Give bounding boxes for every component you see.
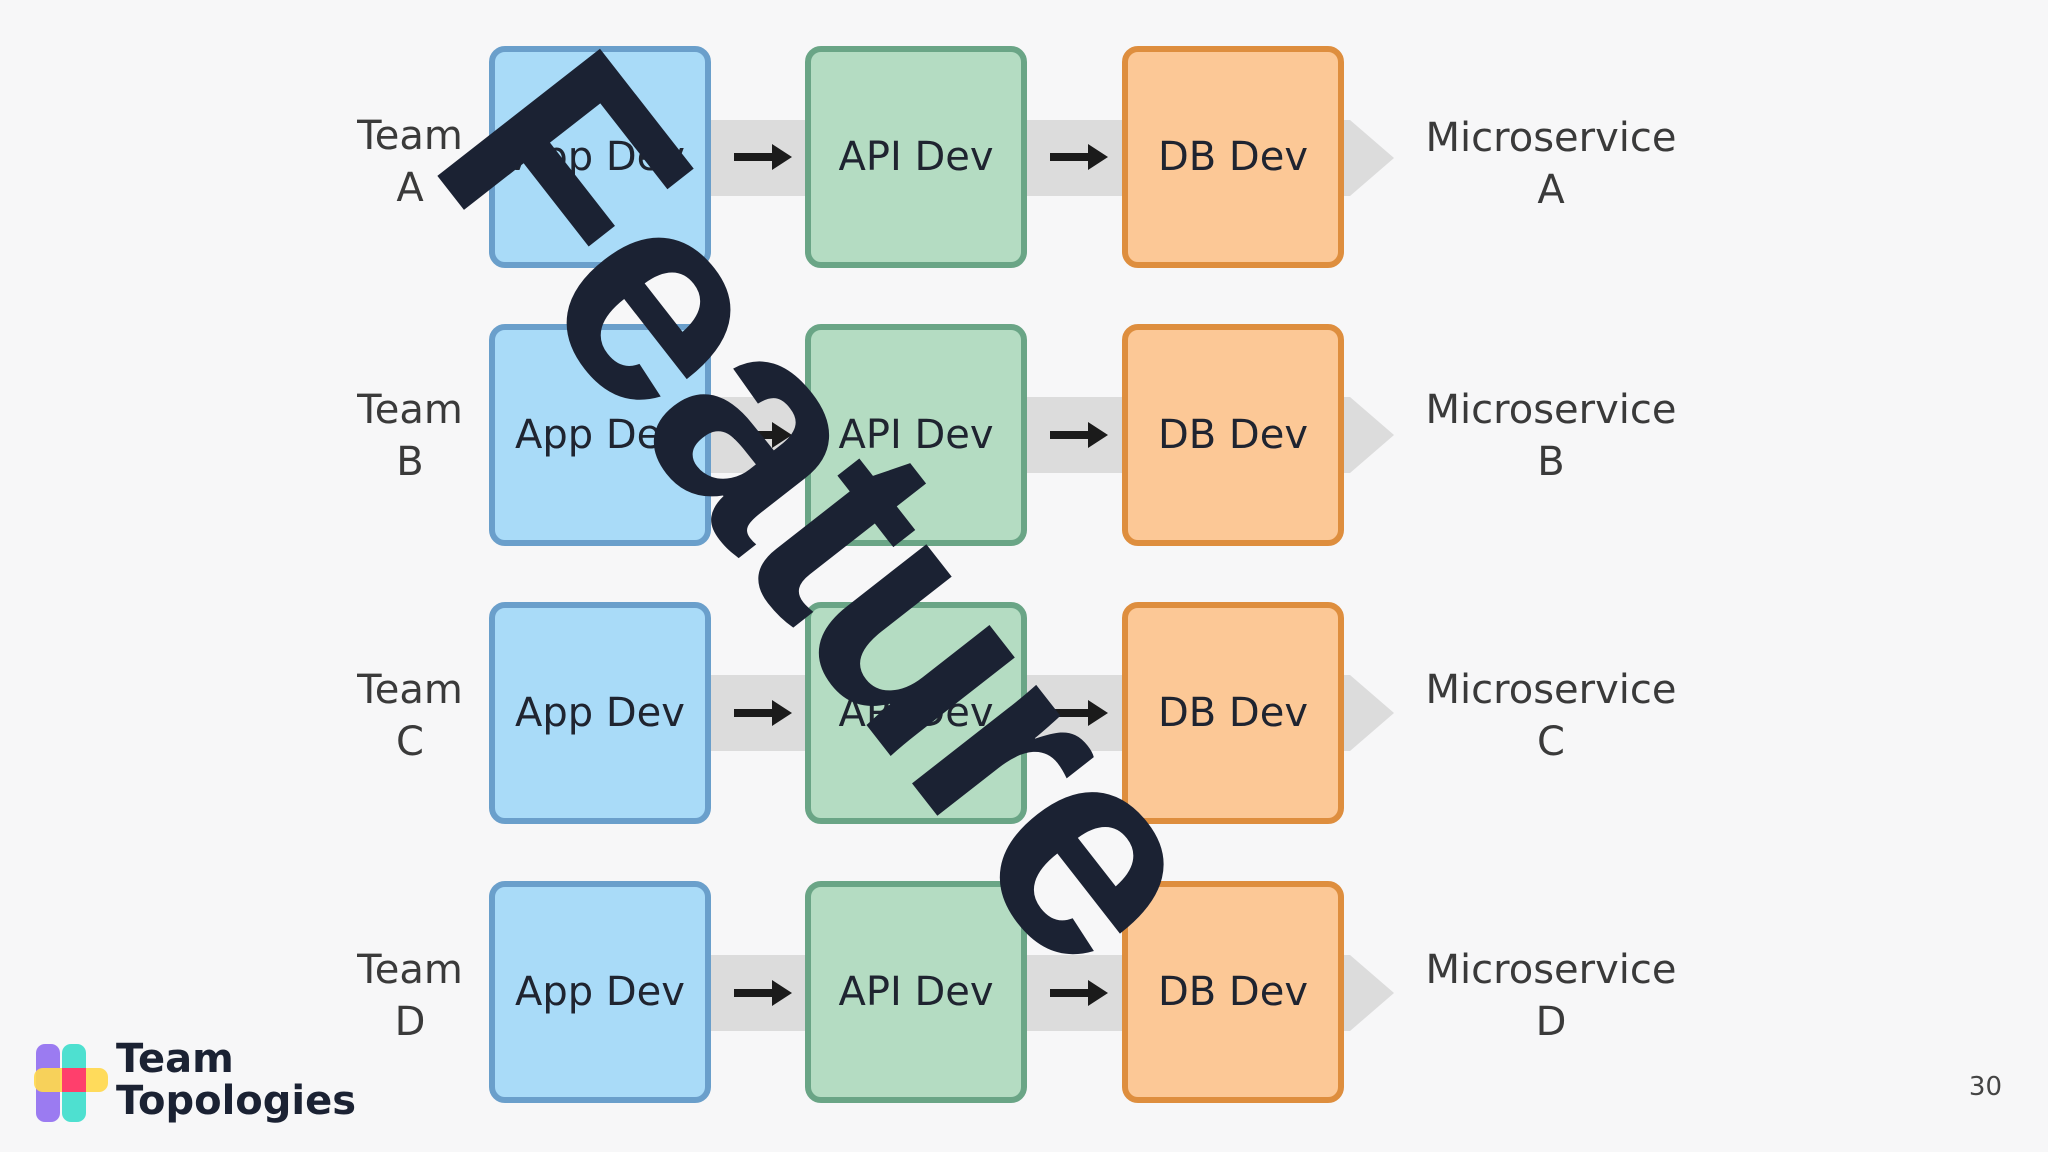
arrow-right-icon [734,144,792,170]
arrow-right-icon [734,980,792,1006]
app-dev-box-c: App Dev [489,602,711,824]
arrow-right-icon [1050,980,1108,1006]
app-dev-box-b: App Dev [489,324,711,546]
db-dev-box-c: DB Dev [1122,602,1344,824]
page-number: 30 [1968,1072,2002,1102]
api-dev-box-a: API Dev [805,46,1027,268]
arrow-right-icon [1050,700,1108,726]
app-dev-box-d: App Dev [489,881,711,1103]
db-dev-box-d: DB Dev [1122,881,1344,1103]
api-dev-box-c: API Dev [805,602,1027,824]
app-dev-box-a: App Dev [489,46,711,268]
flow-band-arrowhead [1350,675,1394,751]
arrow-right-icon [734,700,792,726]
db-dev-box-b: DB Dev [1122,324,1344,546]
arrow-right-icon [734,422,792,448]
flow-band-arrowhead [1350,955,1394,1031]
db-dev-box-a: DB Dev [1122,46,1344,268]
api-dev-box-d: API Dev [805,881,1027,1103]
team-topologies-logo-icon [34,1044,108,1122]
flow-band-arrowhead [1350,397,1394,473]
api-dev-box-b: API Dev [805,324,1027,546]
flow-band-arrowhead [1350,120,1394,196]
arrow-right-icon [1050,422,1108,448]
arrow-right-icon [1050,144,1108,170]
